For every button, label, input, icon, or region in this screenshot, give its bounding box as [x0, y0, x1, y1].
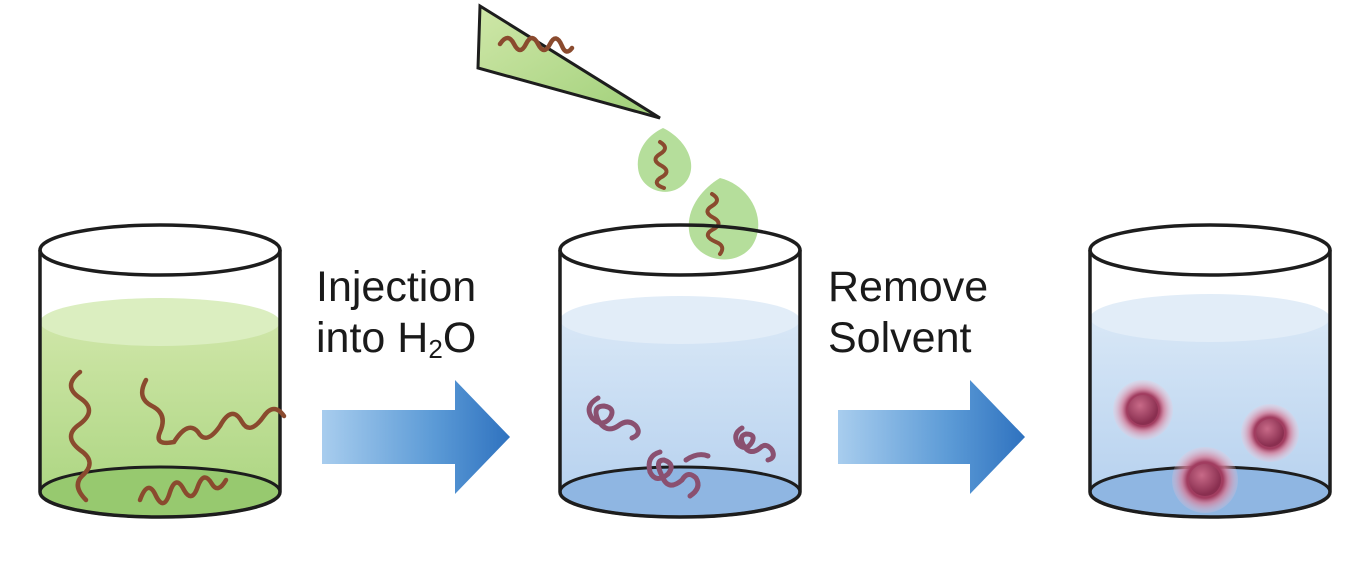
beaker-water-with-coils [558, 223, 802, 519]
label-injection-line2: into H2O [316, 313, 477, 364]
polymer-coil-2 [646, 449, 711, 499]
nanoparticle-3 [1172, 447, 1238, 513]
polymer-chain-1 [68, 369, 92, 503]
nanoparticle-2 [1241, 404, 1299, 462]
beaker-nanoparticles [1088, 223, 1332, 519]
pipette-tip [476, 3, 661, 120]
polymer-chain-3 [137, 475, 229, 506]
beaker2-rim [558, 223, 802, 277]
beaker3-liquid [1090, 318, 1330, 517]
beaker2-liquid [560, 320, 800, 517]
label-remove-solvent-line2: Solvent [828, 313, 972, 362]
polymer-chain-2 [139, 377, 287, 446]
droplet-2 [688, 178, 759, 260]
beaker3-walls [1088, 250, 1332, 492]
beaker1-front-bottom-edge [38, 491, 282, 519]
beaker1-liquid-surface [40, 298, 280, 346]
beaker1-walls [38, 250, 282, 492]
beaker2-walls [558, 250, 802, 492]
label-remove-solvent: Remove Solvent [828, 262, 988, 363]
droplet-1 [637, 128, 692, 192]
nanoparticle-1 [1113, 380, 1173, 440]
polymer-coil-3 [733, 425, 776, 463]
pipette-polymer-chain [497, 35, 575, 54]
beaker3-liquid-surface [1090, 294, 1330, 342]
label-injection-line1: Injection [316, 263, 477, 311]
beaker1-rim [38, 223, 282, 277]
arrow-injection [322, 380, 510, 494]
beaker2-liquid-surface [560, 296, 800, 344]
arrow-remove-solvent [838, 380, 1025, 494]
label-remove-solvent-line1: Remove [828, 263, 989, 311]
beaker3-rim [1088, 223, 1332, 277]
label-injection: Injection into H2O [316, 262, 476, 363]
beaker1-liquid [40, 322, 280, 517]
polymer-coil-1 [586, 395, 641, 441]
beaker-organic-solution [38, 223, 287, 519]
